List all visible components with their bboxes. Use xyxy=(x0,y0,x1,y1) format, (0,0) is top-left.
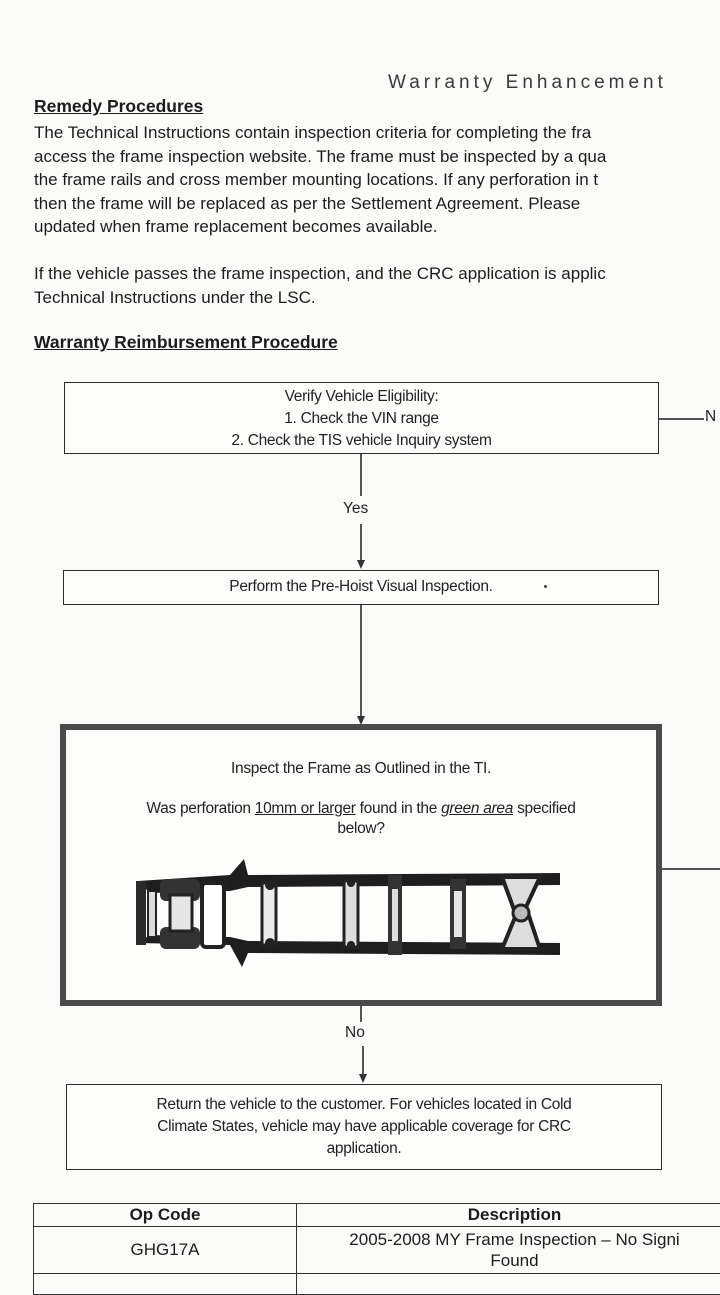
connector-line xyxy=(360,524,362,561)
connector-line-right xyxy=(659,418,704,420)
q-suffix: specified xyxy=(513,800,575,817)
q-prefix: Was perforation xyxy=(146,800,254,817)
arrow-down-icon xyxy=(359,1074,367,1083)
connector-line xyxy=(360,454,362,496)
table-row xyxy=(34,1274,720,1295)
box3-question-line2: below? xyxy=(66,820,656,837)
connector-line xyxy=(360,1006,362,1022)
reimbursement-heading: Warranty Reimbursement Procedure xyxy=(34,332,338,353)
remedy-paragraph: The Technical Instructions contain inspe… xyxy=(34,121,720,239)
remedy-line: then the frame will be replaced as per t… xyxy=(34,192,720,216)
box4-line: application. xyxy=(67,1138,661,1160)
box3-title: Inspect the Frame as Outlined in the TI. xyxy=(66,758,656,780)
box2-text: Perform the Pre-Hoist Visual Inspection. xyxy=(229,578,492,595)
desc-line: Found xyxy=(297,1250,720,1271)
return-vehicle-box: Return the vehicle to the customer. For … xyxy=(66,1084,662,1170)
speck xyxy=(544,585,547,588)
box1-line: 1. Check the VIN range xyxy=(65,408,658,430)
connector-line xyxy=(362,1046,364,1074)
q-area: green area xyxy=(441,800,513,817)
connector-line-right xyxy=(662,868,720,870)
q-size: 10mm or larger xyxy=(255,800,356,817)
remedy-paragraph-2: If the vehicle passes the frame inspecti… xyxy=(34,262,720,309)
remedy-line: the frame rails and cross member mountin… xyxy=(34,168,720,192)
vehicle-frame-illustration xyxy=(130,845,570,985)
table-header-row: Op Code Description xyxy=(34,1204,720,1227)
cell-description: 2005-2008 MY Frame Inspection – No Signi… xyxy=(297,1227,720,1274)
remedy-heading: Remedy Procedures xyxy=(34,96,203,117)
header-description: Description xyxy=(297,1204,720,1227)
box1-line: Verify Vehicle Eligibility: xyxy=(65,386,658,408)
remedy-line: Technical Instructions under the LSC. xyxy=(34,286,720,310)
connector-line xyxy=(360,605,362,718)
yes-label: Yes xyxy=(343,500,368,518)
cell-op-code: GHG17A xyxy=(34,1227,297,1274)
desc-line: 2005-2008 MY Frame Inspection – No Signi xyxy=(297,1229,720,1250)
box3-question: Was perforation 10mm or larger found in … xyxy=(66,798,656,820)
box1-line: 2. Check the TIS vehicle Inquiry system xyxy=(65,430,658,452)
box4-line: Return the vehicle to the customer. For … xyxy=(67,1094,661,1116)
arrow-down-icon xyxy=(357,560,365,569)
q-mid: found in the xyxy=(356,800,441,817)
verify-eligibility-box: Verify Vehicle Eligibility: 1. Check the… xyxy=(64,382,659,454)
no-branch-label: N xyxy=(705,408,716,426)
remedy-line: updated when frame replacement becomes a… xyxy=(34,215,720,239)
table-row: GHG17A 2005-2008 MY Frame Inspection – N… xyxy=(34,1227,720,1274)
box4-line: Climate States, vehicle may have applica… xyxy=(67,1116,661,1138)
remedy-line: If the vehicle passes the frame inspecti… xyxy=(34,262,720,286)
pre-hoist-inspection-box: Perform the Pre-Hoist Visual Inspection. xyxy=(63,570,659,605)
document-header-title: Warranty Enhancement xyxy=(388,72,667,94)
header-op-code: Op Code xyxy=(34,1204,297,1227)
remedy-line: The Technical Instructions contain inspe… xyxy=(34,121,720,145)
op-code-table: Op Code Description GHG17A 2005-2008 MY … xyxy=(33,1203,720,1295)
remedy-line: access the frame inspection website. The… xyxy=(34,145,720,169)
no-label: No xyxy=(345,1024,365,1042)
